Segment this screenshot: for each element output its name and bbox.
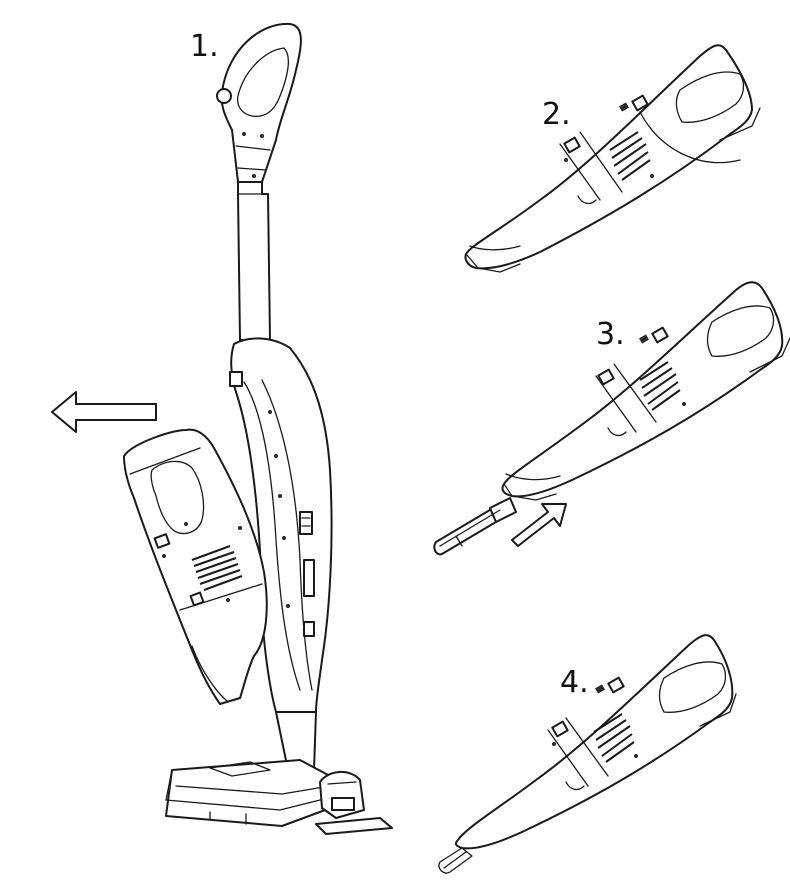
handle-grip <box>216 22 302 183</box>
stick-vacuum <box>165 22 393 835</box>
main-tube <box>237 181 271 341</box>
step-2-label: 2. <box>542 97 571 132</box>
vent-grille <box>609 131 651 181</box>
arrow-left-outline-icon <box>51 391 157 433</box>
step-1-label: 1. <box>190 29 219 64</box>
handheld-step-3 <box>501 281 790 501</box>
vent-grille <box>639 361 681 411</box>
filter-cartridge <box>433 497 517 556</box>
vent-grille <box>191 545 243 591</box>
step-3-label: 3. <box>596 317 625 352</box>
step-4-label: 4. <box>560 665 589 700</box>
floor-nozzle <box>165 759 393 835</box>
handheld-step-2 <box>464 44 761 273</box>
arrow-up-right-outline-icon <box>511 503 567 547</box>
vent-grille <box>593 713 635 763</box>
main-body <box>229 337 333 713</box>
handheld-step-4 <box>438 634 737 874</box>
handheld-unit-detached <box>123 428 268 705</box>
